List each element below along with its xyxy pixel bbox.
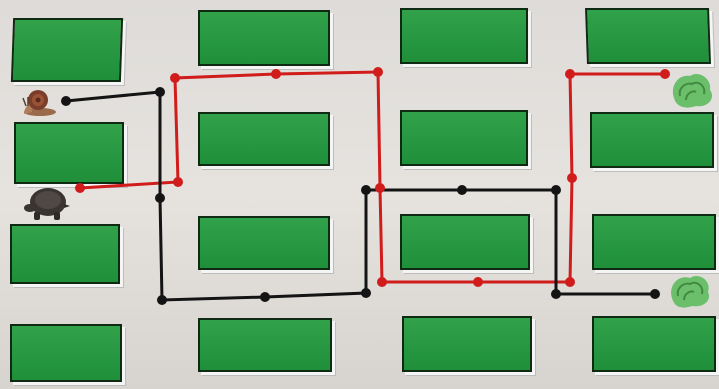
green-card <box>592 316 716 372</box>
green-card <box>400 110 528 166</box>
green-card <box>10 224 120 284</box>
green-card <box>198 112 330 166</box>
green-card <box>10 324 122 382</box>
black-path-node <box>361 288 371 298</box>
red-path <box>79 70 665 284</box>
black-path-node <box>551 289 561 299</box>
black-path-node <box>551 185 561 195</box>
green-card <box>400 214 530 270</box>
red-path-node <box>173 177 183 187</box>
red-path-node <box>373 67 383 77</box>
black-path-node <box>260 292 270 302</box>
red-path-node <box>375 183 385 193</box>
tortoise-icon <box>24 188 70 220</box>
red-path-node <box>75 183 85 193</box>
black-path-node <box>155 193 165 203</box>
black-path-node <box>157 295 167 305</box>
lettuce-icon <box>671 275 710 308</box>
red-path-node <box>377 277 387 287</box>
black-path-node <box>650 289 660 299</box>
red-path-node <box>271 69 281 79</box>
green-card <box>402 316 532 372</box>
black-path <box>65 90 655 302</box>
green-card <box>198 216 330 270</box>
black-path-node <box>361 185 371 195</box>
green-card <box>198 318 332 372</box>
green-card <box>592 214 716 270</box>
red-path-node <box>565 277 575 287</box>
red-path-node <box>565 69 575 79</box>
black-path-node <box>61 96 71 106</box>
green-card <box>14 122 124 184</box>
black-path-node <box>155 87 165 97</box>
red-path-node <box>170 73 180 83</box>
green-card <box>590 112 714 168</box>
black-path-node <box>457 185 467 195</box>
lettuce-icon <box>672 73 713 108</box>
green-card <box>400 8 528 64</box>
green-card <box>198 10 330 66</box>
snail-icon <box>22 90 56 116</box>
red-path-node <box>473 277 483 287</box>
red-path-node <box>567 173 577 183</box>
red-path-node <box>660 69 670 79</box>
